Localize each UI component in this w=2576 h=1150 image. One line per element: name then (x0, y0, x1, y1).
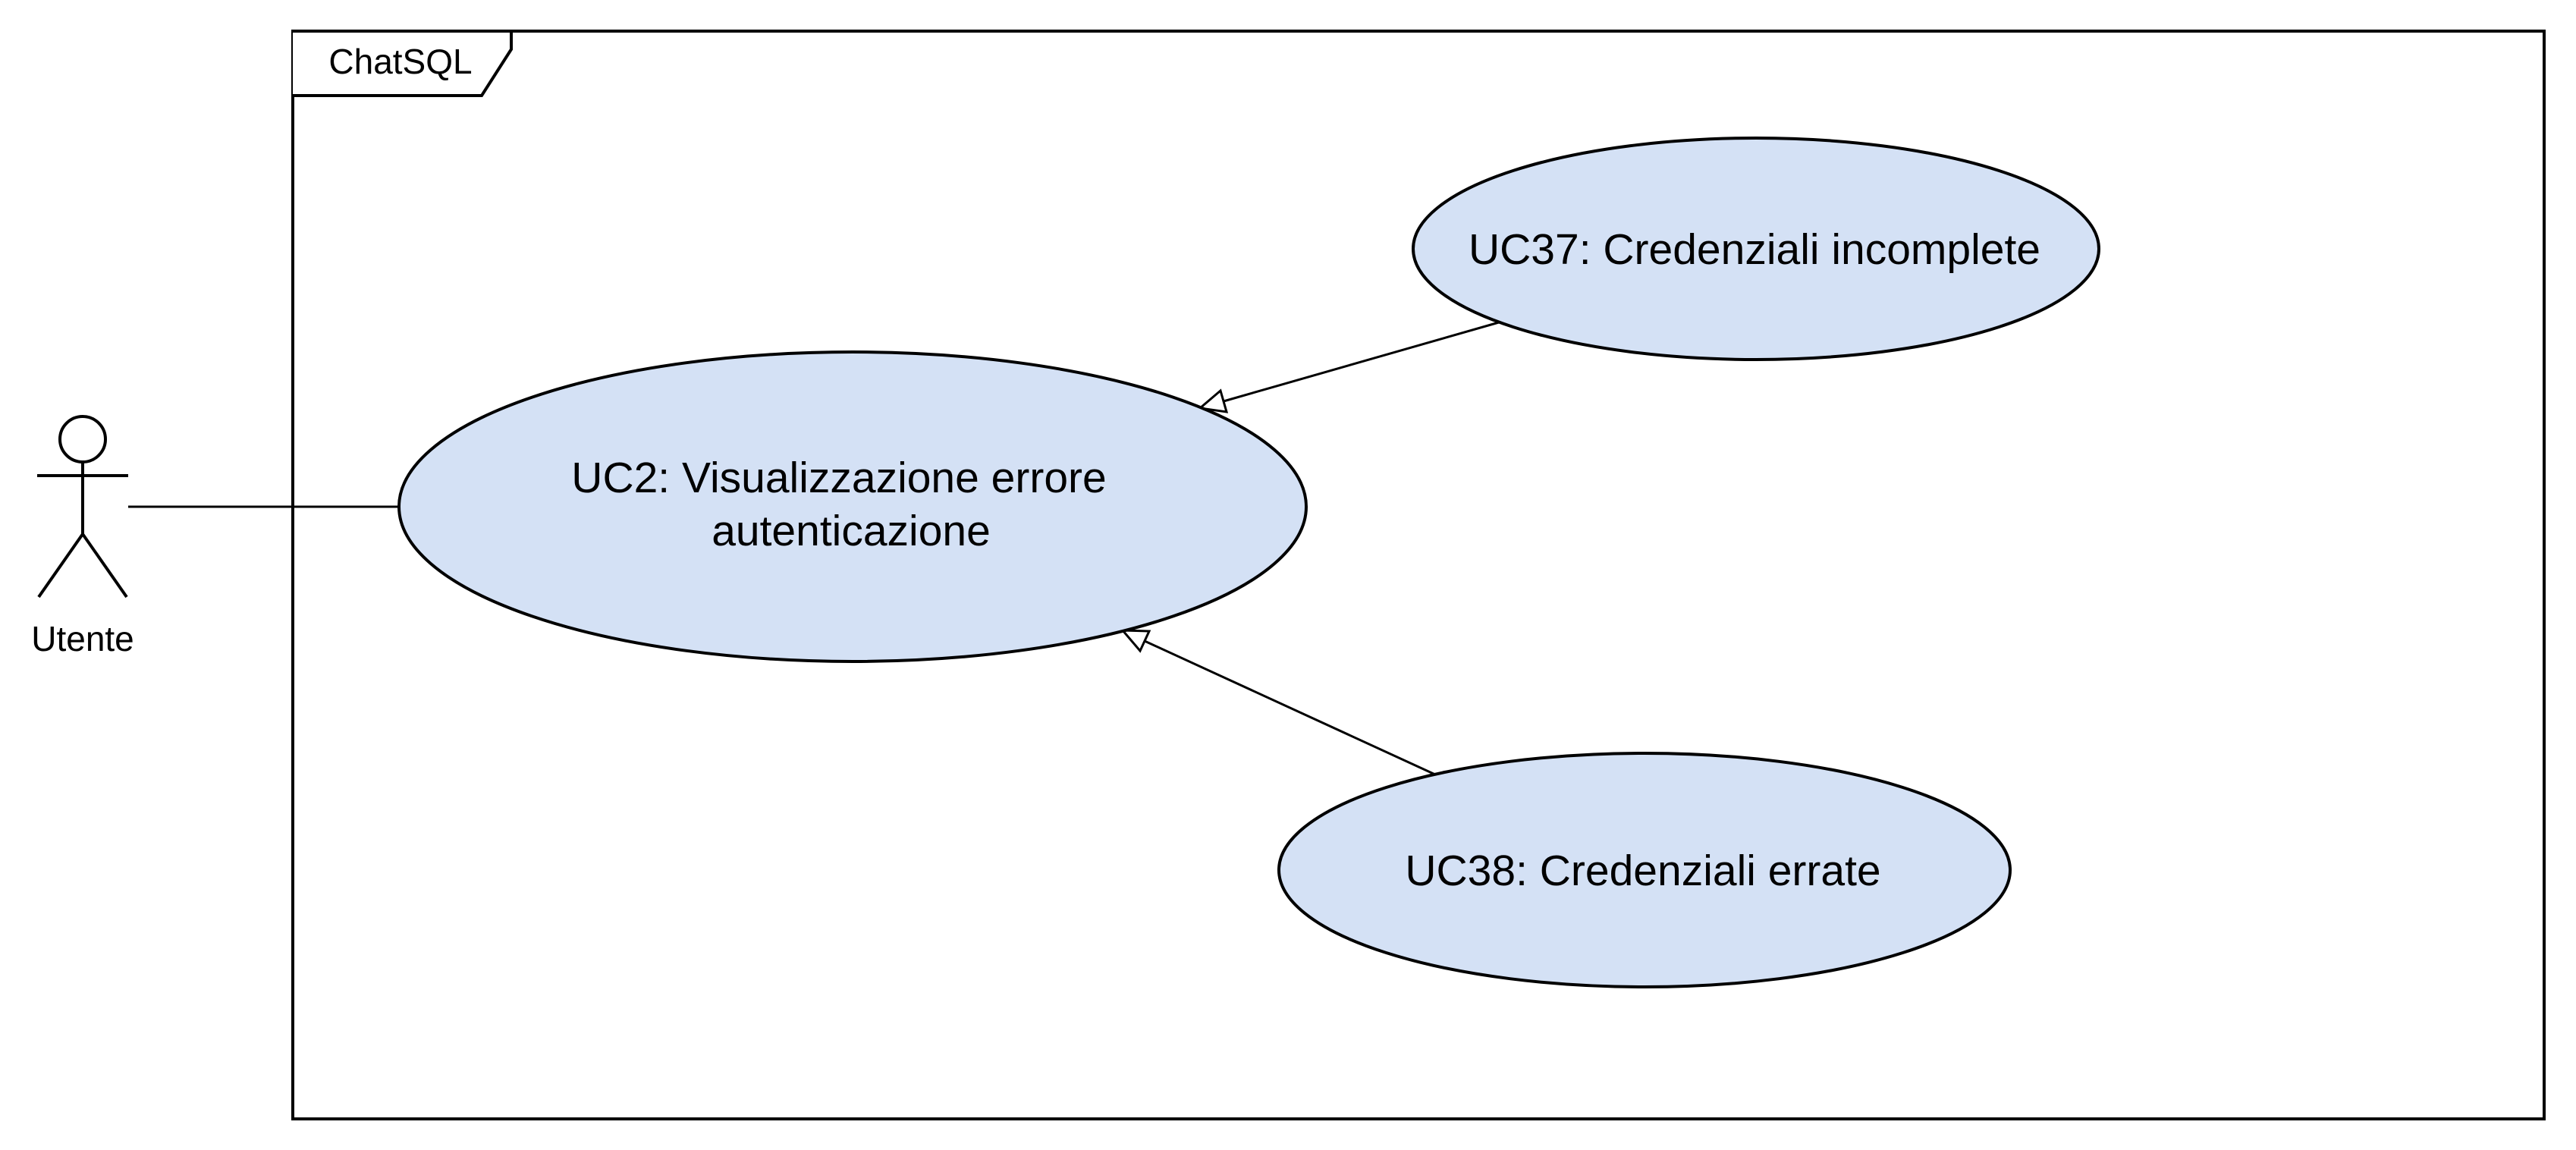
actor-utente: Utente (31, 415, 134, 658)
system-name: ChatSQL (328, 42, 472, 81)
actor-head-icon (58, 415, 107, 463)
use-case-uc2: UC2: Visualizzazione errore autenticazio… (397, 350, 1308, 663)
generalization-uc38-to-uc2 (1120, 629, 1436, 776)
system-name-tab (293, 30, 513, 97)
use-case-uc37-label: UC37: Credenziali incomplete (1469, 225, 2040, 274)
generalization-arrowhead-icon (1197, 388, 1229, 413)
use-case-uc38-label: UC38: Credenziali errate (1405, 847, 1880, 895)
actor-left-leg (37, 533, 84, 599)
generalization-arrowhead-icon (1120, 629, 1151, 653)
use-case-uc38-ellipse (1277, 752, 2012, 988)
use-case-uc2-ellipse (397, 350, 1308, 663)
actor-name: Utente (31, 619, 134, 658)
generalization-uc37-to-uc2 (1197, 321, 1500, 413)
use-case-uc2-label-line1: UC2: Visualizzazione errore (571, 454, 1106, 502)
generalization-line (1144, 639, 1436, 776)
use-case-uc37-ellipse (1412, 137, 2100, 361)
use-case-uc2-label-line2: autenticazione (712, 507, 991, 555)
use-case-uc38: UC38: Credenziali errate (1277, 752, 2012, 988)
use-case-uc37: UC37: Credenziali incomplete (1412, 137, 2100, 361)
generalization-line (1223, 321, 1500, 403)
actor-right-leg (81, 533, 128, 599)
